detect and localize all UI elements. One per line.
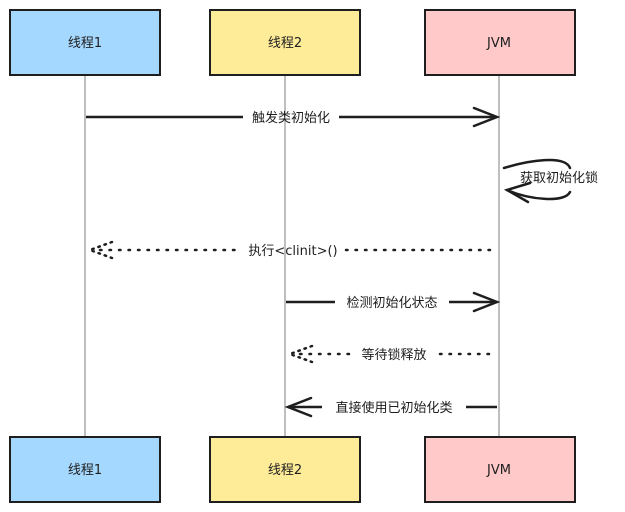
participant-label: 线程2 <box>268 36 302 51</box>
arrowhead-icon <box>472 106 501 128</box>
message-check-init-state: 检测初始化状态 <box>286 291 501 313</box>
arrowhead-icon <box>86 240 114 260</box>
arrowhead-icon <box>472 291 501 313</box>
participant-top-jvm[interactable]: JVM <box>424 9 576 76</box>
participant-bottom-t1[interactable]: 线程1 <box>9 436 161 503</box>
message-label: 触发类初始化 <box>252 110 330 126</box>
arrowhead-icon <box>503 181 532 204</box>
message-label: 直接使用已初始化类 <box>335 400 452 416</box>
participant-label: 线程2 <box>268 463 302 478</box>
message-execute-clinit: 执行<clinit>() <box>86 240 499 260</box>
message-label: 执行<clinit>() <box>248 244 337 259</box>
message-trigger-class-init: 触发类初始化 <box>86 106 501 128</box>
participant-label: JVM <box>486 36 511 51</box>
message-use-initialized-class: 直接使用已初始化类 <box>284 396 497 418</box>
participant-top-t1[interactable]: 线程1 <box>9 9 161 76</box>
participant-top-t2[interactable]: 线程2 <box>209 9 361 76</box>
message-label: 检测初始化状态 <box>346 296 437 311</box>
arrowhead-icon <box>284 396 313 418</box>
participant-label: 线程1 <box>68 463 102 478</box>
arrowhead-icon <box>286 344 314 364</box>
participant-bottom-jvm[interactable]: JVM <box>424 436 576 503</box>
participant-bottom-t2[interactable]: 线程2 <box>209 436 361 503</box>
message-acquire-init-lock: 获取初始化锁 <box>502 158 598 204</box>
participant-label: JVM <box>486 463 511 478</box>
message-label: 获取初始化锁 <box>520 170 598 186</box>
participant-label: 线程1 <box>68 36 102 51</box>
message-wait-lock-release: 等待锁释放 <box>286 344 499 364</box>
message-label: 等待锁释放 <box>361 347 426 363</box>
